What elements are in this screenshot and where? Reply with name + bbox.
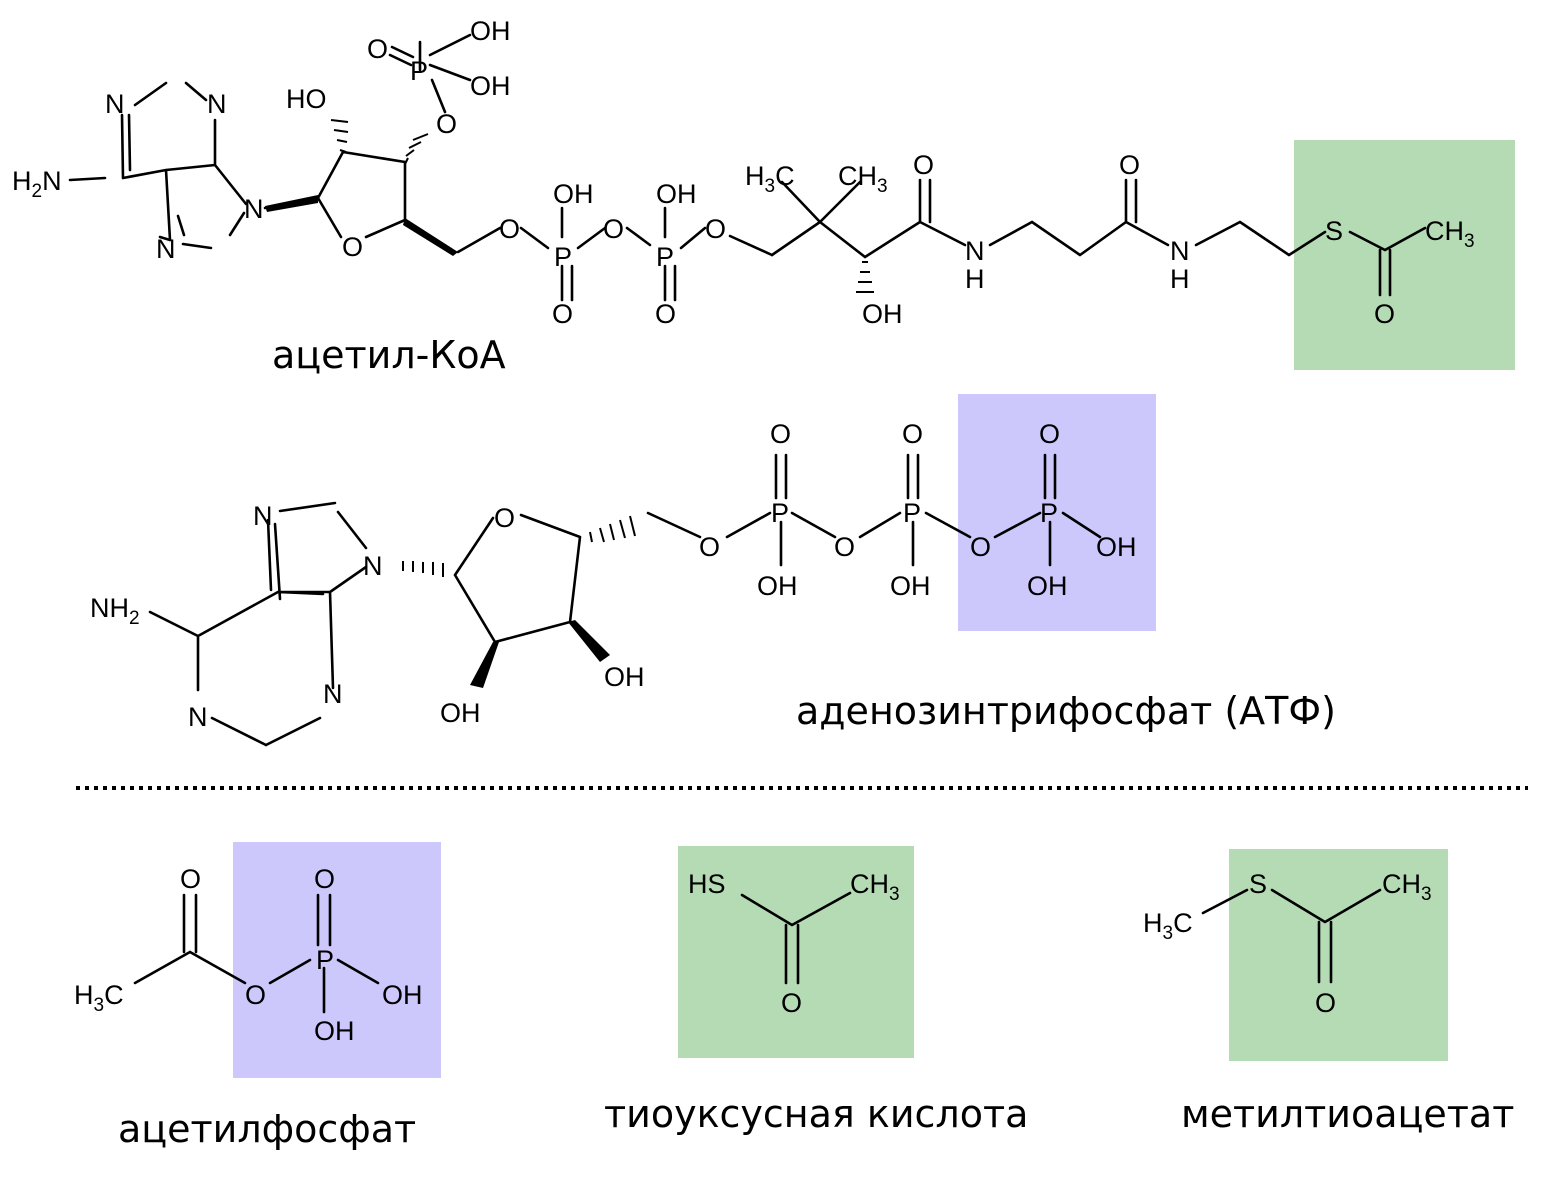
svg-text:H2N: H2N [12, 166, 62, 202]
svg-text:S: S [1325, 216, 1343, 246]
svg-text:O: O [1039, 419, 1060, 449]
svg-text:OH: OH [604, 662, 645, 692]
svg-text:P: P [1040, 498, 1058, 528]
svg-text:OH: OH [862, 299, 903, 329]
svg-text:O: O [770, 419, 791, 449]
svg-text:O: O [781, 988, 802, 1018]
svg-text:O: O [494, 503, 515, 533]
svg-text:N: N [156, 234, 176, 264]
methylthioacetate-caption: метилтиоацетат [1181, 1092, 1514, 1136]
svg-text:N: N [965, 236, 985, 266]
svg-text:OH: OH [470, 71, 511, 101]
svg-text:P: P [316, 945, 334, 975]
svg-text:OH: OH [757, 571, 798, 601]
svg-text:O: O [1119, 150, 1140, 180]
svg-text:N: N [105, 89, 125, 119]
svg-text:O: O [705, 214, 726, 244]
thioacetic-acid-highlight [678, 846, 914, 1058]
atp-terminal-phosphate-highlight [958, 394, 1156, 631]
svg-text:O: O [180, 864, 201, 894]
acetyl-coa-structure: N N H2N N N HO O O P O OH OH O OH P O O … [12, 16, 1475, 329]
svg-text:NH2: NH2 [90, 593, 140, 629]
svg-text:O: O [367, 34, 388, 64]
svg-text:P: P [656, 242, 674, 272]
acetyl-coa-caption: ацетил-КоА [272, 333, 506, 377]
svg-text:O: O [245, 980, 266, 1010]
thioacetic-acid-caption: тиоуксусная кислота [604, 1092, 1028, 1136]
svg-text:O: O [902, 419, 923, 449]
svg-text:O: O [499, 214, 520, 244]
svg-text:OH: OH [382, 980, 423, 1010]
svg-text:HS: HS [688, 869, 726, 899]
svg-text:H3C: H3C [1143, 908, 1193, 944]
svg-text:CH3: CH3 [838, 161, 888, 197]
svg-text:H3C: H3C [74, 980, 124, 1016]
atp-caption: аденозинтрифосфат (АТФ) [796, 689, 1336, 733]
svg-text:S: S [1249, 869, 1267, 899]
atp-structure: N N NH2 N N O OH OH O O P OH O O P OH O … [90, 419, 1137, 747]
svg-text:O: O [913, 150, 934, 180]
svg-text:O: O [436, 109, 457, 139]
svg-text:O: O [655, 299, 676, 329]
svg-text:OH: OH [314, 1016, 355, 1046]
svg-text:N: N [363, 551, 383, 581]
svg-text:P: P [554, 242, 572, 272]
svg-text:OH: OH [440, 698, 481, 728]
svg-text:N: N [244, 194, 264, 224]
svg-text:N: N [253, 501, 273, 531]
acetylphosphate-caption: ацетилфосфат [118, 1107, 416, 1151]
svg-text:OH: OH [890, 571, 931, 601]
svg-text:OH: OH [1096, 532, 1137, 562]
svg-text:O: O [314, 864, 335, 894]
svg-text:O: O [970, 532, 991, 562]
svg-text:OH: OH [1027, 571, 1068, 601]
svg-text:HO: HO [286, 84, 327, 114]
acetylphosphate-structure: O H3C O O P OH OH [74, 864, 423, 1046]
svg-text:P: P [903, 498, 921, 528]
svg-text:H: H [965, 264, 985, 294]
svg-text:OH: OH [470, 16, 511, 46]
methylthioacetate-highlight [1229, 849, 1448, 1061]
svg-text:OH: OH [656, 179, 697, 209]
svg-text:O: O [342, 232, 363, 262]
svg-text:N: N [207, 89, 227, 119]
svg-text:H3C: H3C [745, 161, 795, 197]
svg-text:P: P [771, 498, 789, 528]
svg-text:O: O [552, 299, 573, 329]
svg-text:N: N [1170, 236, 1190, 266]
svg-text:O: O [699, 532, 720, 562]
svg-text:O: O [603, 214, 624, 244]
svg-text:N: N [188, 702, 208, 732]
svg-text:OH: OH [553, 179, 594, 209]
svg-text:P: P [410, 56, 428, 86]
svg-text:O: O [1374, 299, 1395, 329]
svg-text:O: O [1315, 988, 1336, 1018]
svg-text:O: O [834, 532, 855, 562]
svg-text:H: H [1170, 264, 1190, 294]
svg-text:N: N [323, 679, 343, 709]
acetyl-coa-thioester-highlight [1294, 140, 1515, 370]
